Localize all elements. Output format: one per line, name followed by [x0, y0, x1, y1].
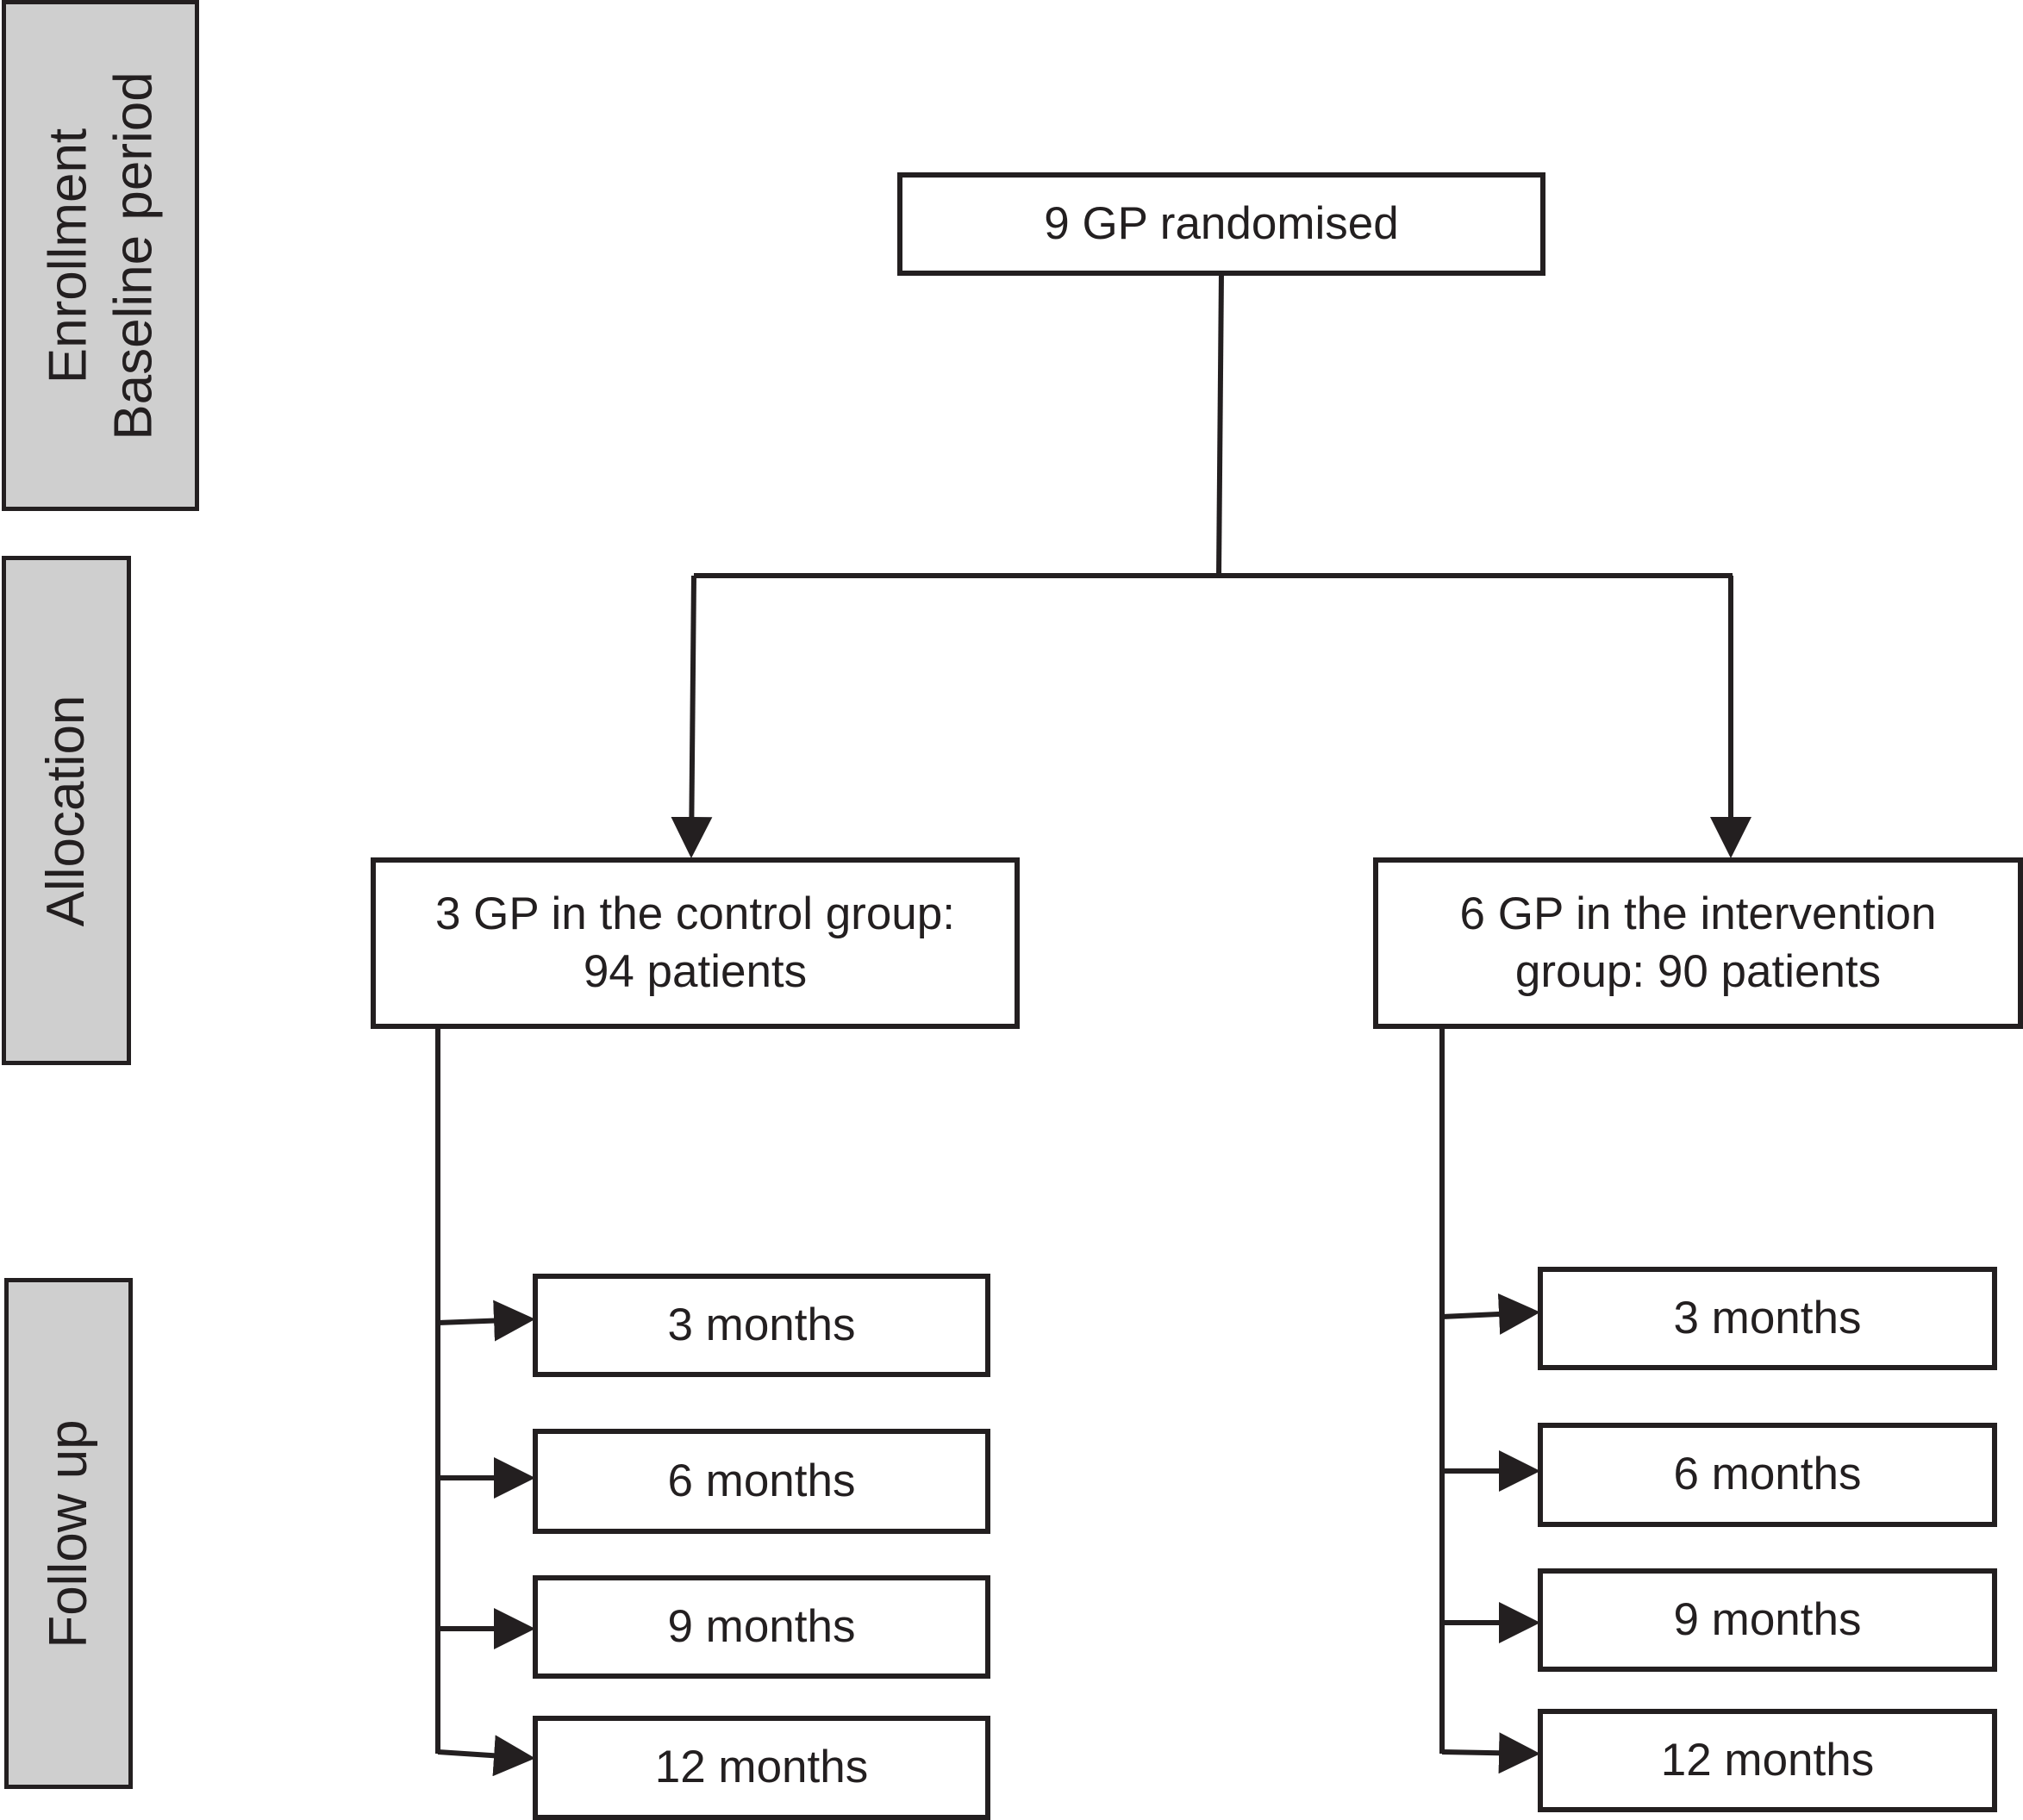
phase-enrollment-label: Enrollment Baseline period	[37, 71, 163, 440]
control-followup-6-box: 6 months	[533, 1429, 990, 1534]
intervention-arrow-3	[1441, 1293, 1540, 1335]
control-followup-9-label: 9 months	[667, 1600, 856, 1652]
control-followup-6-label: 6 months	[667, 1455, 856, 1506]
phase-follow-up: Follow up	[4, 1278, 133, 1789]
phase-allocation: Allocation	[2, 556, 131, 1065]
phase-enrollment: Enrollment Baseline period	[2, 0, 199, 511]
control-group-box: 3 GP in the control group: 94 patients	[371, 857, 1020, 1029]
control-followup-9-box: 9 months	[533, 1575, 990, 1679]
intervention-followup-3-box: 3 months	[1538, 1267, 1997, 1370]
control-arrow-3	[437, 1300, 535, 1342]
control-followup-3-box: 3 months	[533, 1274, 990, 1377]
control-arrow-12	[437, 1735, 535, 1777]
intervention-followup-6-box: 6 months	[1538, 1423, 1997, 1527]
control-followup-12-label: 12 months	[654, 1742, 869, 1793]
intervention-followup-12-box: 12 months	[1538, 1709, 1997, 1812]
control-branch-arrow	[671, 575, 713, 858]
randomised-box: 9 GP randomised	[897, 172, 1545, 276]
phase-allocation-label: Allocation	[36, 695, 97, 926]
randomised-label: 9 GP randomised	[1044, 197, 1399, 249]
intervention-followup-6-label: 6 months	[1673, 1449, 1862, 1500]
control-group-line2: 94 patients	[583, 945, 808, 997]
intervention-group-line2: group: 90 patients	[1514, 945, 1882, 997]
intervention-followup-3-label: 3 months	[1673, 1292, 1862, 1343]
intervention-followup-9-box: 9 months	[1538, 1568, 1997, 1672]
intervention-followup-9-label: 9 months	[1673, 1593, 1862, 1645]
intervention-group-box: 6 GP in the intervention group: 90 patie…	[1373, 857, 2023, 1029]
intervention-followup-12-label: 12 months	[1660, 1734, 1875, 1786]
intervention-arrow-12	[1441, 1732, 1540, 1774]
phase-follow-up-label: Follow up	[38, 1418, 98, 1649]
control-group-line1: 3 GP in the control group:	[434, 888, 955, 940]
intervention-group-line1: 6 GP in the intervention	[1459, 888, 1937, 940]
control-followup-3-label: 3 months	[667, 1299, 856, 1350]
trunk-line	[1216, 271, 1224, 577]
control-followup-12-box: 12 months	[533, 1716, 990, 1820]
